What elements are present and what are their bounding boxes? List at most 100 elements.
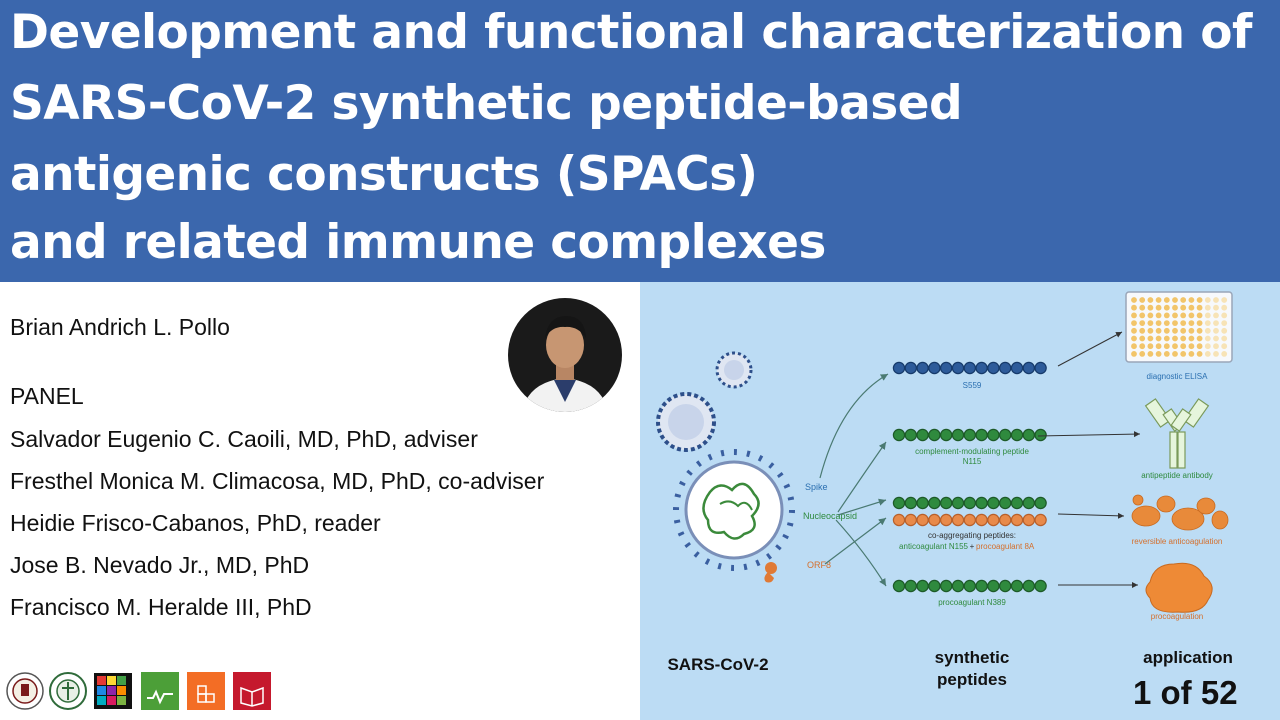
peptide-bead — [975, 513, 988, 527]
elisa-well — [1213, 343, 1219, 350]
elisa-well — [1196, 335, 1203, 342]
peptide-bead — [928, 579, 941, 593]
peptide-bead — [904, 513, 917, 527]
peptide-bead — [892, 496, 906, 510]
peptide-bead — [1034, 361, 1047, 375]
peptide-bead — [999, 361, 1012, 375]
peptide-bead — [1010, 428, 1024, 442]
elisa-well — [1163, 312, 1170, 319]
elisa-well — [1163, 335, 1170, 342]
elisa-well — [1180, 343, 1187, 350]
elisa-well — [1180, 327, 1187, 334]
elisa-well — [1147, 351, 1154, 357]
elisa-well — [1163, 320, 1170, 326]
peptide-bead — [916, 428, 929, 442]
elisa-well — [1155, 320, 1162, 326]
elisa-well — [1221, 327, 1228, 334]
elisa-well — [1213, 335, 1219, 342]
peptide-bead — [892, 579, 906, 593]
peptide-bead — [892, 513, 906, 527]
peptide-bead — [987, 579, 1000, 593]
sdg-9-icon — [187, 672, 225, 710]
elisa-well — [1180, 312, 1187, 319]
peptide-chain-n155 — [892, 496, 1047, 510]
source-label-nucleocapsid: Nucleocapsid — [803, 511, 857, 521]
peptide-bead — [963, 513, 976, 527]
peptide-bead — [904, 428, 917, 442]
peptide-bead — [1034, 428, 1047, 442]
elisa-plate-icon — [1125, 291, 1233, 363]
peptide-bead — [1034, 579, 1047, 593]
elisa-well — [1172, 312, 1178, 319]
elisa-well — [1163, 304, 1170, 311]
elisa-well — [1204, 351, 1211, 357]
antibody-icon — [1144, 398, 1210, 469]
elisa-well — [1147, 312, 1154, 319]
peptide-bead — [987, 428, 1000, 442]
virion-medium-icon — [656, 392, 716, 452]
panel-member: Heidie Frisco-Cabanos, PhD, reader — [10, 510, 381, 536]
elisa-well — [1163, 297, 1170, 303]
elisa-well — [1163, 327, 1170, 334]
elisa-well — [1221, 343, 1228, 350]
elisa-well — [1172, 343, 1178, 350]
elisa-well — [1147, 320, 1154, 326]
elisa-well — [1204, 335, 1211, 342]
peptide-label-8a: procoagulant 8A — [976, 542, 1035, 551]
peptide-bead — [951, 361, 965, 375]
institution-logos — [6, 672, 271, 710]
peptide-bead — [975, 428, 988, 442]
peptide-bead — [999, 579, 1012, 593]
application-label-reversible: reversible anticoagulation — [1132, 537, 1223, 546]
elisa-well — [1131, 320, 1137, 326]
category-label-virus: SARS-CoV-2 — [667, 655, 769, 674]
peptide-bead — [1034, 496, 1047, 510]
elisa-well — [1172, 297, 1178, 303]
peptide-bead — [987, 496, 1000, 510]
elisa-well — [1180, 351, 1187, 357]
sdg-3-icon — [141, 672, 179, 710]
peptide-bead — [1010, 361, 1024, 375]
elisa-well — [1204, 320, 1211, 326]
elisa-well — [1155, 343, 1162, 350]
peptide-bead — [916, 513, 929, 527]
elisa-well — [1221, 335, 1228, 342]
spac-figure: Spike Nucleocapsid ORF8 S559 complement-… — [640, 282, 1280, 720]
elisa-well — [1213, 297, 1219, 303]
peptide-bead — [892, 428, 906, 442]
elisa-well — [1180, 320, 1187, 326]
peptide-bead — [951, 513, 965, 527]
author-name: Brian Andrich L. Pollo — [10, 314, 230, 340]
application-label-elisa: diagnostic ELISA — [1147, 372, 1209, 381]
author-photo — [508, 298, 622, 412]
elisa-well — [1139, 297, 1146, 303]
peptide-bead — [963, 361, 976, 375]
category-label-peptides-line1: synthetic — [934, 648, 1010, 667]
title-line-4: and related immune complexes — [10, 215, 826, 270]
peptide-bead — [1010, 579, 1024, 593]
peptide-bead — [904, 496, 917, 510]
title-line-2: SARS-CoV-2 synthetic peptide-based — [10, 76, 963, 131]
peptide-bead — [951, 428, 965, 442]
elisa-well — [1204, 327, 1211, 334]
peptide-bead — [904, 361, 917, 375]
elisa-well — [1147, 304, 1154, 311]
university-seal-icon — [6, 672, 44, 710]
elisa-well — [1131, 297, 1137, 303]
elisa-well — [1221, 304, 1228, 311]
peptide-bead — [904, 579, 917, 593]
peptide-bead — [951, 579, 965, 593]
aggregate-clusters-icon — [1131, 494, 1229, 531]
elisa-well — [1213, 351, 1219, 357]
peptide-bead — [951, 496, 965, 510]
peptide-bead — [940, 361, 953, 375]
peptide-bead — [916, 579, 929, 593]
elisa-well — [1204, 297, 1211, 303]
elisa-well — [1196, 304, 1203, 311]
virion-small-icon — [715, 351, 753, 389]
page-indicator: 1 of 52 — [1133, 674, 1238, 711]
peptide-chain-8a — [892, 513, 1047, 527]
peptide-bead — [916, 361, 929, 375]
peptide-bead — [975, 361, 988, 375]
college-seal-icon — [49, 672, 87, 710]
